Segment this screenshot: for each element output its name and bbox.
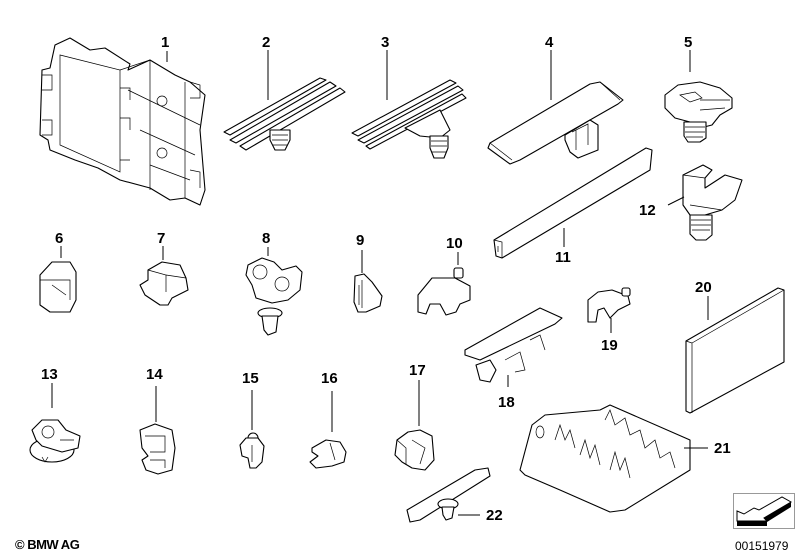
part-label-2[interactable]: 2 <box>262 34 270 51</box>
part-4[interactable] <box>487 81 624 165</box>
part-label-18[interactable]: 18 <box>498 394 515 411</box>
part-17[interactable] <box>394 429 435 471</box>
part-2[interactable] <box>223 77 346 151</box>
part-22[interactable] <box>406 467 491 523</box>
part-12[interactable] <box>682 164 743 241</box>
part-label-17[interactable]: 17 <box>409 362 426 379</box>
part-label-9[interactable]: 9 <box>356 232 364 249</box>
part-16[interactable] <box>309 439 347 469</box>
part-15[interactable] <box>239 432 265 469</box>
part-label-5[interactable]: 5 <box>684 34 692 51</box>
part-21[interactable] <box>519 404 691 513</box>
part-label-7[interactable]: 7 <box>157 230 165 247</box>
part-label-19[interactable]: 19 <box>601 337 618 354</box>
navigation-arrow-button[interactable] <box>733 493 795 529</box>
part-label-6[interactable]: 6 <box>55 230 63 247</box>
part-label-22[interactable]: 22 <box>486 507 503 524</box>
part-8[interactable] <box>245 257 303 336</box>
part-5[interactable] <box>664 81 733 143</box>
part-label-1[interactable]: 1 <box>161 34 169 51</box>
part-label-10[interactable]: 10 <box>446 235 463 252</box>
part-label-15[interactable]: 15 <box>242 370 259 387</box>
part-9[interactable] <box>353 273 383 313</box>
navigation-arrow-icon <box>736 496 793 526</box>
part-14[interactable] <box>139 423 176 475</box>
part-label-11[interactable]: 11 <box>555 249 571 266</box>
part-label-3[interactable]: 3 <box>381 34 389 51</box>
part-20[interactable] <box>685 287 785 414</box>
catalog-number: 00151979 <box>735 539 789 553</box>
part-10[interactable] <box>417 267 471 316</box>
part-label-8[interactable]: 8 <box>262 230 270 247</box>
part-19[interactable] <box>587 287 631 323</box>
part-18[interactable] <box>464 307 563 383</box>
part-label-12[interactable]: 12 <box>639 202 656 219</box>
part-3[interactable] <box>351 79 467 159</box>
part-label-20[interactable]: 20 <box>695 279 712 296</box>
part-13[interactable] <box>29 419 81 463</box>
part-label-16[interactable]: 16 <box>321 370 338 387</box>
part-11[interactable] <box>493 147 653 259</box>
part-label-14[interactable]: 14 <box>146 366 163 383</box>
part-label-4[interactable]: 4 <box>545 34 554 51</box>
part-1[interactable] <box>39 37 206 206</box>
part-label-21[interactable]: 21 <box>714 440 731 457</box>
leader-12 <box>667 196 685 206</box>
part-7[interactable] <box>139 261 189 306</box>
copyright-notice: © BMW AG <box>15 537 80 552</box>
part-label-13[interactable]: 13 <box>41 366 58 383</box>
part-6[interactable] <box>39 261 77 313</box>
